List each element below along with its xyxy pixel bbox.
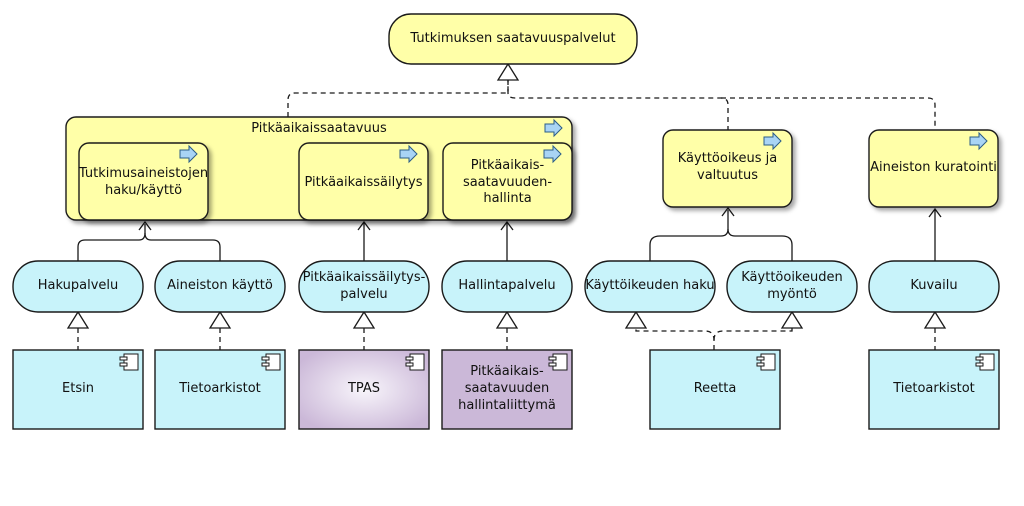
- business-service-hallinta[interactable]: [442, 142, 573, 221]
- component-etsin[interactable]: [12, 349, 144, 430]
- app-service-sailytyspalvelu[interactable]: [298, 260, 430, 313]
- app-service-kayttooikeuden-haku[interactable]: [584, 260, 716, 313]
- service-arrow-icon: [544, 118, 563, 138]
- business-service-kuratointi[interactable]: [868, 129, 999, 208]
- business-service-kayttooikeus[interactable]: [662, 129, 793, 208]
- service-arrow-icon: [763, 131, 782, 151]
- component-icon: [756, 353, 776, 371]
- service-arrow-icon: [969, 131, 988, 151]
- app-service-kuvailu[interactable]: [868, 260, 1000, 313]
- component-icon: [261, 353, 281, 371]
- component-icon: [975, 353, 995, 371]
- component-icon: [405, 353, 425, 371]
- app-service-kayttooikeuden-myonto[interactable]: [726, 260, 858, 313]
- app-service-hallintapalvelu[interactable]: [441, 260, 573, 313]
- component-icon: [548, 353, 568, 371]
- realization-lines-bottom: [77, 327, 936, 350]
- service-arrow-icon: [543, 144, 562, 164]
- business-service-haku[interactable]: [78, 142, 209, 221]
- component-icon: [119, 353, 139, 371]
- realization-lines-top: [287, 80, 936, 130]
- serving-lines: [77, 206, 942, 261]
- component-nodes: [12, 349, 1000, 430]
- component-icons: [119, 353, 995, 371]
- business-service-nodes: [78, 129, 999, 221]
- app-service-aineiston-kaytto[interactable]: [154, 260, 286, 313]
- app-service-hakupalvelu[interactable]: [12, 260, 144, 313]
- service-arrow-icon: [179, 144, 198, 164]
- realization-triangles: [66, 62, 947, 329]
- application-service-nodes: [12, 260, 1000, 313]
- service-arrow-icon: [399, 144, 418, 164]
- service-icons: [179, 118, 988, 164]
- business-service-sailytys[interactable]: [298, 142, 429, 221]
- root-service-node[interactable]: [388, 13, 638, 65]
